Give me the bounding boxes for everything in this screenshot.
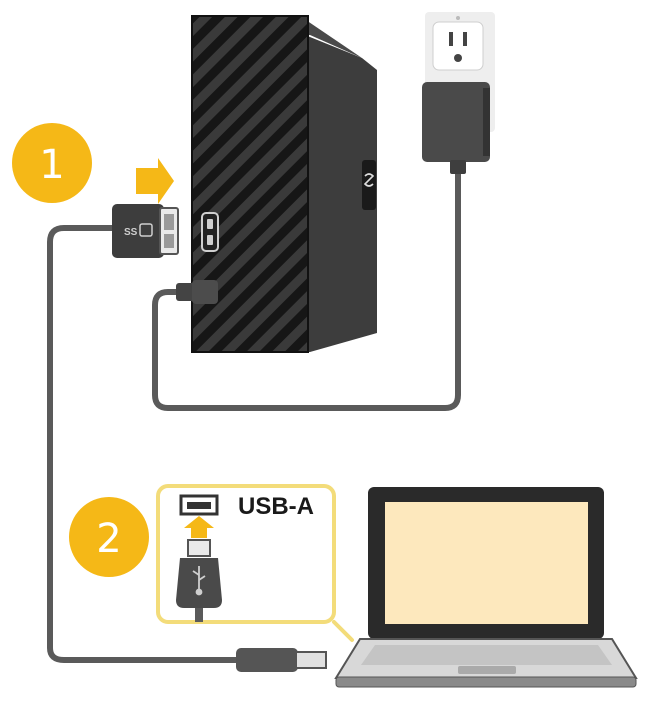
insert-arrow-icon [136,158,174,204]
usb-a-port-icon [179,494,219,516]
usb-micro-b-connector: SS [112,204,179,258]
usb-a-plug [176,539,222,622]
usb-a-label: USB-A [238,493,314,520]
usb-trident-icon [192,566,206,596]
micro-b-port-icon [201,212,219,252]
trackpad [458,666,516,674]
seagate-logo-icon [362,160,376,210]
up-arrow-icon [184,516,214,538]
usb-a-plug-laptop [236,648,327,672]
power-cable [152,167,461,411]
power-adapter [422,82,490,174]
external-hard-drive [191,15,377,353]
usb-cable [47,225,243,663]
step-2-badge: 2 [69,497,149,577]
power-plug [176,280,218,304]
laptop [334,487,638,688]
step-1-number: 1 [39,142,64,188]
laptop-screen [385,502,588,624]
step-2-number: 2 [96,516,121,562]
usb-a-callout: USB-A [156,484,354,642]
step-1-badge: 1 [12,123,92,203]
micro-b-label: SS [124,227,138,238]
